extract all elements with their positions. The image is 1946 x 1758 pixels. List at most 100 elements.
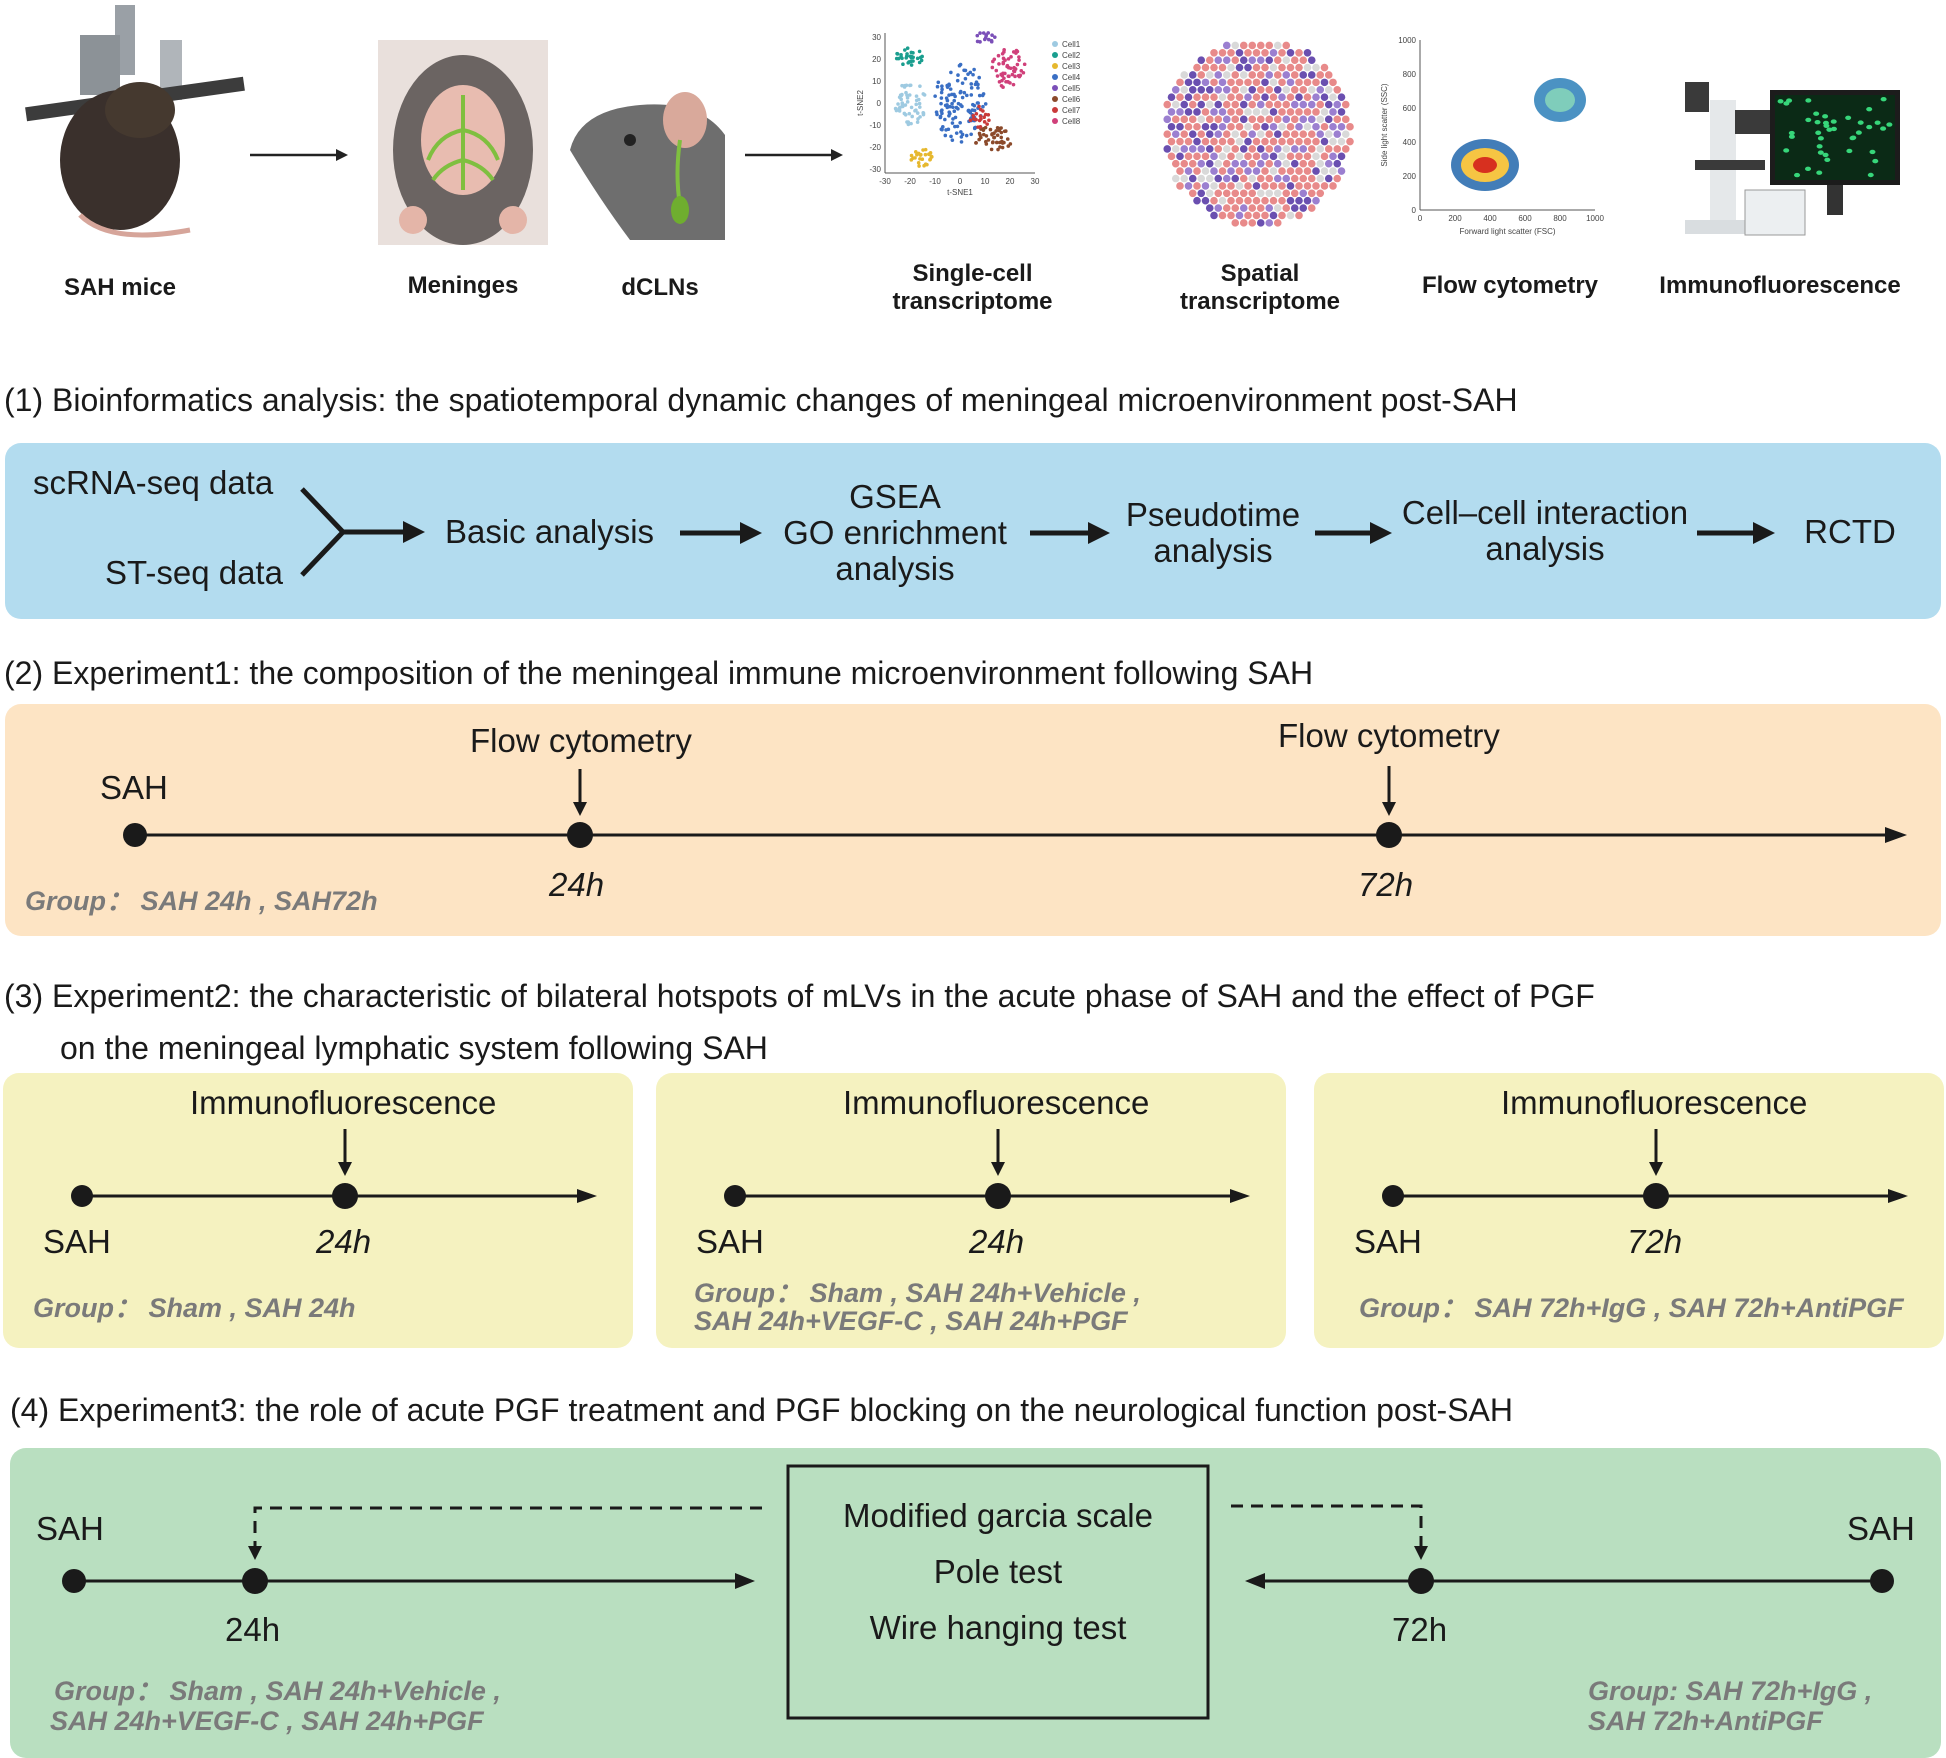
spatial-spot bbox=[1171, 130, 1180, 138]
sah-mouse-illustration bbox=[25, 5, 245, 238]
spatial-spot bbox=[1193, 152, 1201, 161]
spatial-spot bbox=[1256, 41, 1265, 50]
spatial-spot bbox=[1176, 93, 1184, 101]
tsne-point bbox=[990, 33, 994, 37]
tsne-point bbox=[960, 95, 965, 100]
spatial-spot bbox=[1307, 100, 1316, 109]
tsne-point bbox=[943, 133, 948, 138]
legend-swatch bbox=[1052, 85, 1058, 91]
tsne-point bbox=[945, 98, 950, 103]
legend-entry: Cell1 bbox=[1062, 40, 1081, 49]
section2-panel: SAH Flow cytometry Flow cytometry 24h 72… bbox=[5, 704, 1941, 936]
spatial-spot bbox=[1265, 204, 1274, 212]
flow-xlabel: Forward light scatter (FSC) bbox=[1459, 227, 1555, 236]
spatial-spot bbox=[1316, 145, 1325, 153]
tsne-point bbox=[962, 90, 967, 95]
spatial-spot bbox=[1269, 196, 1278, 205]
spatial-spot bbox=[1303, 122, 1312, 131]
spatial-spot bbox=[1299, 204, 1308, 212]
spatial-spot bbox=[1214, 115, 1223, 124]
spatial-spot bbox=[1278, 167, 1286, 175]
tsne-point bbox=[1002, 76, 1006, 81]
arrow-down-icon bbox=[1382, 802, 1396, 816]
tsne-point bbox=[1000, 78, 1004, 83]
spatial-spot bbox=[1278, 152, 1286, 161]
spatial-spot bbox=[1290, 130, 1299, 138]
spatial-spot bbox=[1227, 122, 1235, 131]
tsne-point bbox=[900, 103, 905, 107]
tsne-point bbox=[952, 109, 957, 114]
spatial-spot bbox=[1227, 152, 1235, 161]
if-cell bbox=[1880, 126, 1887, 131]
tsne-point bbox=[934, 110, 939, 114]
spatial-spot bbox=[1244, 137, 1252, 146]
spatial-spot bbox=[1201, 167, 1210, 175]
spatial-spot bbox=[1282, 145, 1291, 153]
frame-post bbox=[160, 40, 182, 100]
tsne-point bbox=[916, 97, 921, 102]
spatial-spot bbox=[1252, 137, 1261, 146]
spatial-spot bbox=[1324, 71, 1333, 79]
start-label: SAH bbox=[696, 1223, 764, 1260]
tsne-point bbox=[947, 110, 952, 114]
right-time-label: 72h bbox=[1392, 1611, 1448, 1648]
spatial-spot bbox=[1214, 189, 1223, 198]
spatial-spot bbox=[1214, 145, 1223, 153]
flow-x-tick: 400 bbox=[1483, 214, 1497, 223]
spatial-spot bbox=[1184, 108, 1193, 116]
tsne-point bbox=[911, 55, 915, 60]
flow-x-tick: 1000 bbox=[1586, 214, 1604, 223]
spatial-spot bbox=[1261, 48, 1269, 57]
spatial-spot bbox=[1210, 211, 1218, 220]
spatial-spot bbox=[1299, 159, 1308, 168]
tsne-point bbox=[895, 51, 899, 56]
spatial-spot bbox=[1295, 78, 1303, 87]
spatial-spot bbox=[1205, 85, 1214, 94]
population-1-peak bbox=[1473, 157, 1497, 173]
step-cell-interaction-line2: analysis bbox=[1485, 530, 1605, 567]
group-left-line2: SAH 24h+VEGF-C , SAH 24h+PGF bbox=[50, 1706, 484, 1736]
tsne-point bbox=[979, 135, 983, 140]
spatial-spot bbox=[1312, 78, 1320, 87]
spatial-spot bbox=[1197, 145, 1206, 153]
tsne-point bbox=[952, 98, 957, 103]
time-label: 24h bbox=[316, 1223, 372, 1260]
tsne-point bbox=[953, 124, 957, 129]
tsne-point bbox=[896, 102, 900, 106]
tsne-point bbox=[962, 68, 966, 73]
flow-ylabel: Side light scatter (SSC) bbox=[1380, 83, 1389, 166]
tsne-point bbox=[976, 86, 980, 90]
if-cell bbox=[1826, 127, 1833, 132]
spatial-spot bbox=[1290, 145, 1299, 153]
spatial-spot bbox=[1180, 85, 1189, 94]
spatial-spot bbox=[1197, 71, 1206, 79]
spatial-spot bbox=[1316, 100, 1325, 109]
tsne-point bbox=[955, 78, 960, 83]
tsne-point bbox=[1017, 55, 1021, 59]
legend-swatch bbox=[1052, 63, 1058, 69]
tsne-point bbox=[982, 120, 987, 124]
spatial-spot bbox=[1261, 152, 1269, 161]
spatial-spot bbox=[1282, 100, 1291, 109]
spatial-spot bbox=[1269, 182, 1278, 190]
spatial-spot bbox=[1222, 130, 1231, 138]
meninges-illustration bbox=[378, 40, 548, 245]
spatial-spot bbox=[1265, 159, 1274, 168]
arrow-head-icon bbox=[1088, 522, 1110, 544]
event-flow-2: Flow cytometry bbox=[1278, 717, 1500, 754]
spatial-spot bbox=[1163, 100, 1172, 109]
if-cell bbox=[1783, 148, 1790, 153]
spatial-spot bbox=[1231, 71, 1240, 79]
legend-entry: Cell7 bbox=[1062, 106, 1081, 115]
spatial-spot bbox=[1307, 85, 1316, 94]
spatial-spot bbox=[1265, 115, 1274, 124]
spatial-spot bbox=[1273, 145, 1282, 153]
tsne-point bbox=[909, 153, 914, 158]
tsne-point bbox=[905, 52, 909, 56]
if-cell bbox=[1869, 149, 1876, 155]
spatial-spot bbox=[1295, 152, 1303, 161]
tsne-point bbox=[906, 122, 911, 127]
spatial-spot bbox=[1244, 167, 1252, 175]
legend-swatch bbox=[1052, 41, 1058, 47]
